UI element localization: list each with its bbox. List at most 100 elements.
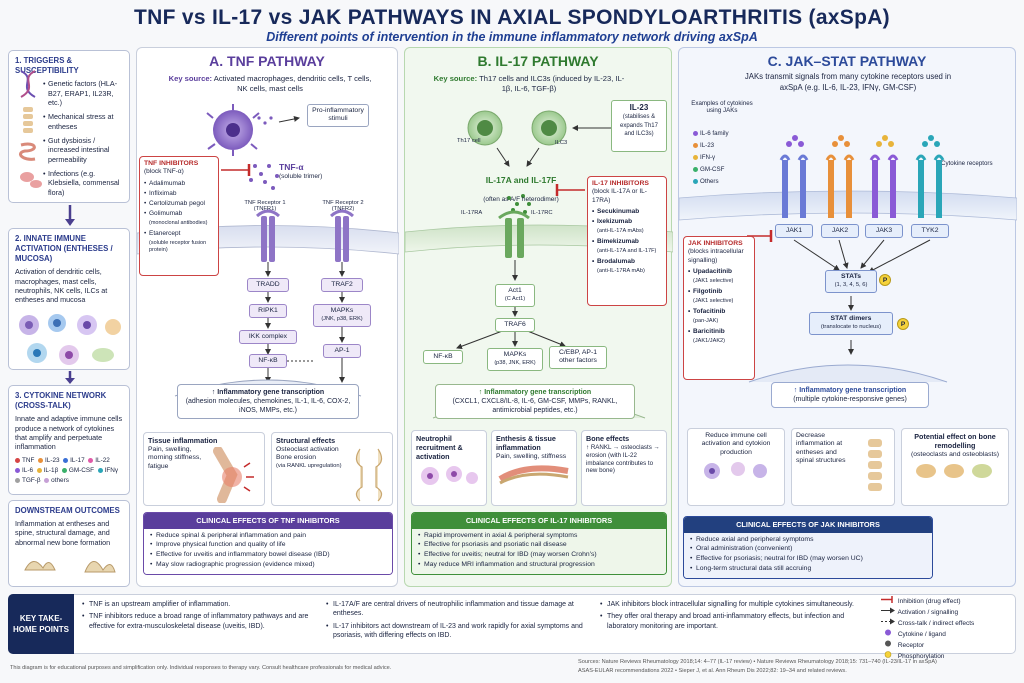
ikk-node: IKK complex: [239, 330, 297, 345]
jak-panel: C. JAK–STAT PATHWAY JAKs transmit signal…: [678, 47, 1017, 587]
nfkb-node: NF-κB: [423, 350, 463, 365]
drug-item: Secukinumab: [592, 208, 662, 216]
inhibition-bar-il17: [555, 184, 585, 196]
legend-ifng: IFNγ: [97, 467, 118, 474]
drug-note: (JAK1 selective): [693, 297, 734, 304]
tnf-key-source: Key source: Activated macrophages, dendr…: [168, 74, 372, 94]
tnf-panel: A. TNF PATHWAY Key source: Activated mac…: [136, 47, 399, 587]
jak3-node: JAK3: [865, 224, 903, 239]
bone-illustration: [24, 561, 116, 573]
il17-effect-neutrophil: Neutrophil recruitment & activation: [411, 430, 487, 506]
clinical-item: Rapid improvement in axial & peripheral …: [418, 532, 660, 541]
phosphorylation-icon: P: [897, 318, 909, 330]
th17-label: Th17 cell: [457, 138, 481, 144]
innate-text: Activation of dendritic cells, macrophag…: [15, 267, 108, 305]
drug-item: Infliximab: [144, 190, 214, 198]
il17-key-source: Key source: Th17 cells and ILC3s (induce…: [433, 74, 625, 94]
tnf-inhibitors-heading: TNF INHIBITORS: [144, 160, 199, 167]
jak-clinical-box: CLINICAL EFFECTS OF JAK INHIBITORS Reduc…: [683, 516, 933, 579]
enthesis-illustration: [498, 465, 569, 485]
legend-tgfb: TGF-β: [15, 477, 41, 484]
cebp-node: C/EBP, AP-1 other factors: [549, 346, 607, 369]
tnf-trimer-particles: [249, 116, 279, 190]
jak-panel-heading: C. JAK–STAT PATHWAY: [767, 53, 927, 69]
jak-gene-transcription: ↑ Inflammatory gene transcription(multip…: [771, 382, 929, 409]
macrophage-icon: [206, 104, 260, 156]
trigger-item: Mechanical stress at entheses: [43, 112, 123, 131]
drug-item: Ixekizumab: [592, 218, 662, 226]
spine-illustration: [868, 439, 882, 491]
inhibition-bar-tnf: [221, 164, 251, 176]
tnf-effect-structural: Structural effects Osteoclast activation…: [271, 432, 393, 506]
jak-inhibitors-box: JAK INHIBITORS (blocks intracellular sig…: [683, 236, 755, 380]
receptor-icon-3: [869, 154, 899, 218]
triggers-box: 1. TRIGGERS & SUSCEPTIBILITY Genetic fac…: [8, 50, 130, 203]
traf2-node: TRAF2: [321, 278, 363, 293]
drug-item: Bimekizumab: [592, 238, 662, 246]
il17-clinical-box: CLINICAL EFFECTS OF IL-17 INHIBITORS Rap…: [411, 512, 667, 575]
legend: Inhibition (drug effect) Activation / si…: [880, 596, 1012, 662]
tnfr1-receptor-icon: [255, 209, 281, 262]
tnfr1-label: TNF Receptor 1 (TNFR1): [244, 200, 286, 212]
drug-item: Etanercept: [144, 230, 214, 238]
phosphorylation-icon: P: [879, 274, 891, 286]
page-title: TNF vs IL-17 vs JAK PATHWAYS IN AXIAL SP…: [134, 6, 890, 29]
stat-dimers-node: STAT dimers(translocate to nucleus): [809, 312, 893, 335]
drug-note: (pan-JAK): [693, 318, 719, 325]
legend-il6: IL-6: [15, 467, 33, 474]
innate-heading: 2. INNATE IMMUNE ACTIVATION (ENTHESES / …: [15, 234, 113, 264]
clinical-item: Long-term structural data still accruing: [690, 565, 926, 574]
mapk-node: MAPKs(p38, JNK, ERK): [487, 348, 543, 371]
legend-phosphorylation: Phosphorylation: [880, 651, 1012, 662]
legend-il17: IL-17: [63, 457, 85, 464]
stats-node: STATs(1, 3, 4, 5, 6): [825, 270, 877, 293]
jak-effect-bone: Potential effect on bone remodelling (os…: [901, 428, 1009, 506]
neutrophil-illustration: [421, 466, 478, 485]
traf6-node: TRAF6: [495, 318, 535, 333]
act1-node: Act1(C Act1): [495, 284, 535, 307]
il23-box: IL-23(stabilises & expands Th17 and ILC3…: [611, 100, 667, 152]
trigger-item: Gut dysbiosis / increased intestinal per…: [43, 136, 123, 164]
il17-ligand: IL-17A and IL-17F(often as A/F heterodim…: [483, 175, 559, 203]
triggers-heading: 1. TRIGGERS & SUSCEPTIBILITY: [15, 56, 79, 76]
cytokine-heading: 3. CYTOKINE NETWORK (CROSS-TALK): [15, 391, 107, 411]
ilc3-cell-icon: [531, 110, 567, 146]
legend-activation: Activation / signalling: [880, 607, 1012, 618]
cytokine-legend: TNF IL-23 IL-17 IL-22 IL-6 IL-1β GM-CSF …: [15, 456, 123, 487]
osteoclast-illustration: [916, 464, 992, 479]
bacteria-icon: [20, 172, 42, 188]
jak-intro: JAKs transmit signals from many cytokine…: [744, 72, 952, 92]
nfkb-node: NF-κB: [249, 354, 287, 369]
footer-disclaimer: This diagram is for educational purposes…: [10, 665, 392, 671]
downstream-box: DOWNSTREAM OUTCOMES Inflammation at enth…: [8, 500, 130, 587]
tradd-node: TRADD: [247, 278, 289, 293]
drug-item: Golimumab: [144, 210, 214, 218]
downstream-text: Inflammation at entheses and spine, stru…: [15, 519, 111, 547]
tnfr2-label: TNF Receptor 2 (TNFR2): [322, 200, 364, 212]
tnf-stimuli-box: Pro-inflammatory stimuli: [307, 104, 369, 127]
gut-icon: [19, 142, 36, 161]
il17-panel: B. IL-17 PATHWAY Key source: Th17 cells …: [404, 47, 673, 587]
flow-arrow: [65, 205, 75, 226]
clinical-item: Oral administration (convenient): [690, 545, 926, 554]
drug-item: Tofacitinib: [688, 308, 750, 316]
th17-cell-icon: [467, 110, 503, 146]
legend-inhibition: Inhibition (drug effect): [880, 596, 1012, 607]
jak2-node: JAK2: [821, 224, 859, 239]
jak-pathway-diagram: [679, 135, 1017, 383]
il17-panel-heading: B. IL-17 PATHWAY: [477, 53, 599, 69]
legend-others: others: [44, 477, 69, 484]
tnf-inhibitors-box: TNF INHIBITORS (block TNF-α) Adalimumab …: [139, 156, 219, 276]
tnf-ligand-sublabel: (soluble trimer): [279, 173, 323, 180]
tnfr2-receptor-icon: [329, 209, 355, 262]
cytokine-examples-heading: Examples of cytokines using JAKs: [691, 100, 753, 114]
legend-il23: IL-23: [38, 457, 60, 464]
spine-icon: [23, 107, 33, 133]
tnf-effect-tissue: Tissue inflammation Pain, swelling, morn…: [143, 432, 265, 506]
drug-item: Upadacitinib: [688, 268, 750, 276]
triggers-illustrations: [19, 70, 42, 188]
tyk2-node: TYK2: [911, 224, 949, 239]
key-points-col1: TNF is an upstream amplifier of inflamma…: [82, 600, 314, 634]
key-points-col3: JAK inhibitors block intracellular signa…: [600, 600, 872, 634]
jak1-node: JAK1: [775, 224, 813, 239]
